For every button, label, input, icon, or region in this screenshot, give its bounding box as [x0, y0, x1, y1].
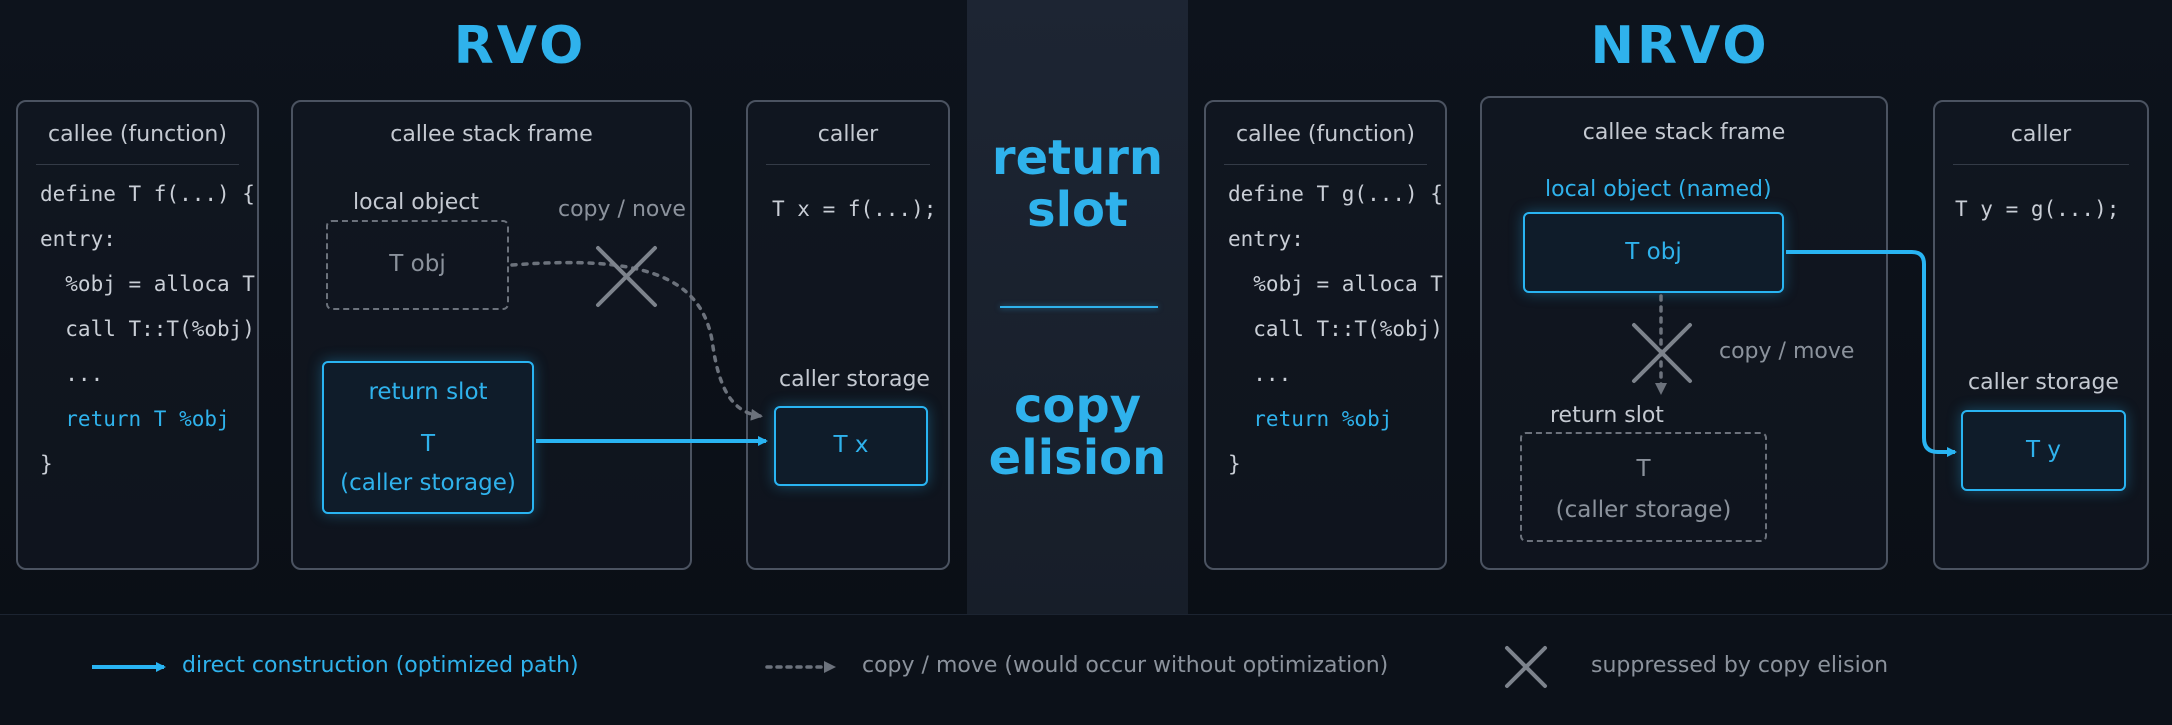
rvo-local-box-text: T obj: [389, 251, 446, 277]
center-slot: slot: [1027, 182, 1128, 238]
rvo-suppressed-x: [596, 246, 657, 307]
rvo-local-box: T obj: [326, 220, 509, 310]
rvo-callee-panel: callee (function) define T f(...) { entr…: [16, 100, 259, 570]
center-divider: [1000, 306, 1158, 308]
nrvo-caller-code: T y = g(...);: [1955, 197, 2120, 221]
code-line: %obj = alloca T: [1228, 272, 1443, 296]
nrvo-local-box-text: T obj: [1625, 239, 1682, 265]
rvo-copy-label: copy / nove: [558, 197, 686, 222]
nrvo-storage-label: caller storage: [1968, 370, 2119, 395]
code-line: }: [1228, 452, 1241, 476]
rvo-caller-title: caller: [817, 122, 879, 147]
center-elision: elision: [988, 430, 1167, 486]
rvo-callee-title: callee (function): [48, 122, 227, 147]
code-line: entry:: [1228, 227, 1304, 251]
legend-suppressed-label: suppressed by copy elision: [1591, 653, 1889, 678]
code-line: define T g(...) {: [1228, 182, 1443, 206]
rvo-heading: RVO: [453, 16, 587, 76]
divider: [36, 164, 239, 165]
code-line-return: return T %obj: [40, 407, 230, 431]
code-line: call T::T(%obj): [40, 317, 255, 341]
center-copy: copy: [1013, 378, 1142, 434]
nrvo-local-label: local object (named): [1545, 177, 1772, 202]
nrvo-slot-title: return slot: [1550, 403, 1664, 428]
rvo-slot-type: T: [420, 431, 436, 457]
divider: [766, 164, 930, 165]
rvo-slot-title: return slot: [368, 379, 488, 405]
code-line: entry:: [40, 227, 116, 251]
code-line: define T f(...) {: [40, 182, 255, 206]
nrvo-callee-panel: callee (function) define T g(...) { entr…: [1204, 100, 1447, 570]
nrvo-direct-arrow: [1786, 250, 1957, 457]
legend-x-icon: [1505, 646, 1547, 688]
rvo-storage-label: caller storage: [779, 367, 930, 392]
divider: [1224, 164, 1427, 165]
nrvo-local-box: T obj: [1523, 212, 1784, 293]
nrvo-heading: NRVO: [1590, 16, 1770, 76]
nrvo-return-slot: T (caller storage): [1520, 432, 1767, 542]
legend-direct-label: direct construction (optimized path): [182, 653, 579, 678]
nrvo-storage-box: T y: [1961, 410, 2126, 491]
nrvo-caller-title: caller: [2010, 122, 2072, 147]
center-return: return: [991, 130, 1164, 186]
rvo-storage-box: T x: [774, 406, 928, 486]
nrvo-slot-sub: (caller storage): [1555, 497, 1732, 523]
code-line: ...: [1228, 362, 1292, 386]
code-line: %obj = alloca T: [40, 272, 255, 296]
nrvo-slot-type: T: [1636, 456, 1651, 482]
nrvo-suppressed-x: [1632, 323, 1692, 383]
divider: [1953, 164, 2129, 165]
rvo-frame-title: callee stack frame: [390, 122, 593, 147]
code-line: }: [40, 452, 53, 476]
code-line: ...: [40, 362, 104, 386]
legend-bar: [0, 614, 2172, 725]
nrvo-caller-panel: caller T y = g(...);: [1933, 100, 2149, 570]
code-line: call T::T(%obj): [1228, 317, 1443, 341]
code-line-return: return %obj: [1228, 407, 1393, 431]
rvo-caller-panel: caller T x = f(...);: [746, 100, 950, 570]
nrvo-copy-label: copy / move: [1719, 339, 1855, 364]
rvo-storage-box-text: T x: [833, 432, 869, 458]
rvo-local-label: local object: [353, 190, 480, 215]
rvo-slot-sub: (caller storage): [340, 470, 516, 496]
nrvo-callee-title: callee (function): [1236, 122, 1415, 147]
legend-copy-label: copy / move (would occur without optimiz…: [862, 653, 1389, 678]
nrvo-storage-box-text: T y: [2026, 437, 2061, 463]
rvo-return-slot: return slot T (caller storage): [322, 361, 534, 514]
rvo-caller-code: T x = f(...);: [772, 197, 937, 221]
rvo-copy-path: [510, 260, 763, 421]
nrvo-frame-title: callee stack frame: [1582, 120, 1786, 145]
